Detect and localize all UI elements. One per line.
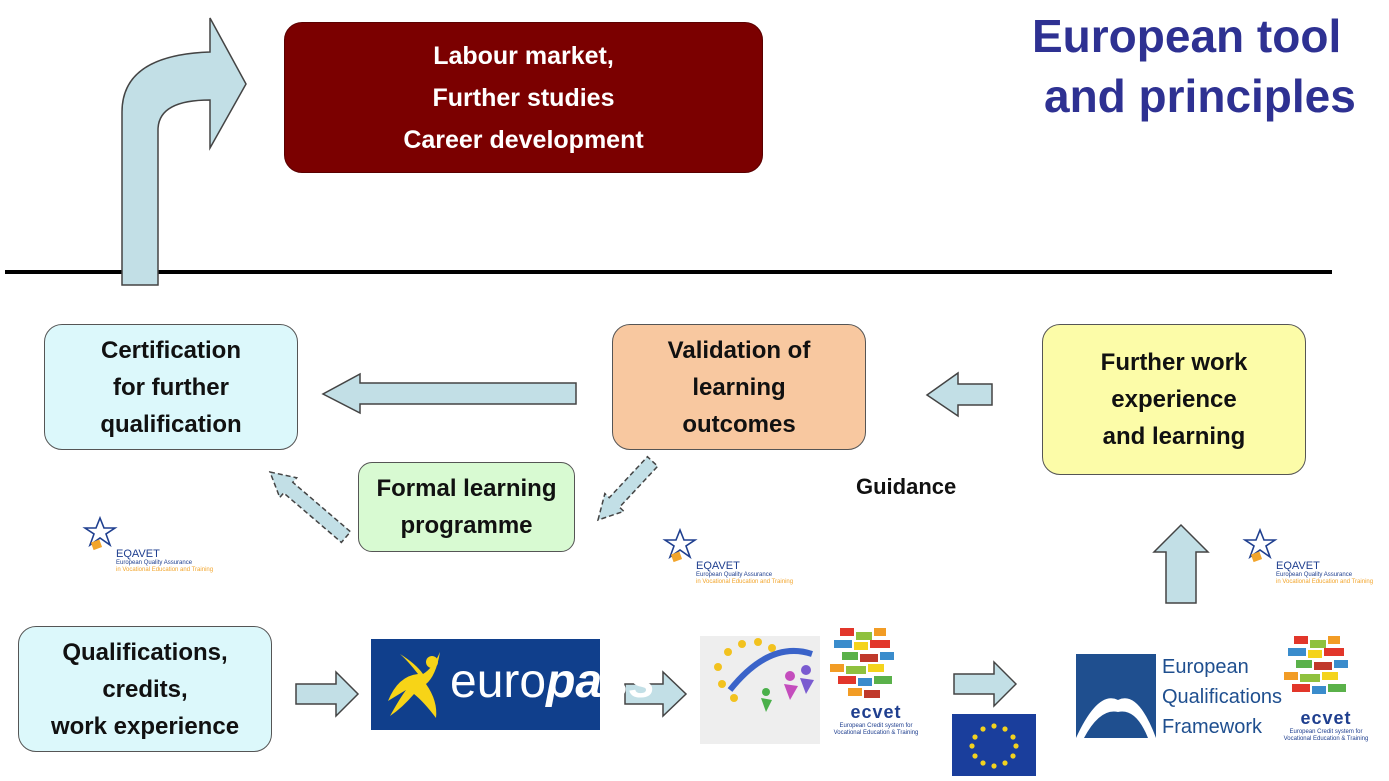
eqavet-sub-2: in Vocational Education and Training — [116, 567, 214, 573]
bent-arrow-up-right-icon — [121, 17, 247, 286]
certification-line-1: Certification — [100, 336, 241, 364]
eqavet-sub-1: European Quality Assurance — [696, 572, 773, 578]
dashed-arrow-up-left-icon — [268, 470, 352, 544]
arrow-left-icon — [321, 372, 577, 415]
ecvet-logo-2: ecvet European Credit system for Vocatio… — [1276, 708, 1376, 743]
eqf-line-2: Qualifications — [1162, 686, 1283, 708]
eqavet-sub-1: European Quality Assurance — [1276, 572, 1353, 578]
formal-learning-box: Formal learning programme — [358, 462, 575, 552]
labour-line-3: Career development — [403, 125, 644, 154]
ecvet-sub-2: Vocational Education & Training — [833, 730, 919, 736]
ecvet-mosaic-icon-2 — [1284, 636, 1348, 694]
arrow-right-2-icon — [624, 670, 688, 718]
eqavet-star-icon-3 — [1242, 527, 1278, 563]
certification-box: Certification for further qualification — [44, 324, 298, 450]
validation-line-1: Validation of — [667, 336, 811, 364]
further-work-box: Further work experience and learning — [1042, 324, 1306, 475]
further-work-line-2: experience — [1111, 386, 1237, 413]
eqavet-sub-2: in Vocational Education and Training — [696, 579, 794, 585]
labour-line-2: Further studies — [432, 83, 615, 112]
eqavet-logo-2: EQAVET European Quality Assurance in Voc… — [696, 560, 793, 586]
certification-line-3: qualification — [100, 410, 242, 438]
title-line-2: and principles — [1044, 70, 1356, 122]
labour-market-box: Labour market, Further studies Career de… — [284, 22, 763, 173]
ecvet-name: ecvet — [1300, 708, 1352, 728]
eqf-line-3: Framework — [1162, 716, 1263, 738]
europass-prefix: euro — [450, 655, 547, 708]
eqf-logo-text: European Qualifications Framework — [1162, 652, 1282, 742]
ecvet-mosaic-icon-1 — [830, 628, 894, 698]
lifelong-stars-icon — [714, 638, 814, 712]
eqavet-star-icon-1 — [82, 515, 118, 551]
validation-box: Validation of learning outcomes — [612, 324, 866, 450]
ecvet-sub-1: European Credit system for — [839, 723, 913, 729]
eqavet-star-icon-2 — [662, 527, 698, 563]
arrow-right-3-icon — [953, 660, 1018, 708]
validation-line-2: learning — [692, 373, 786, 401]
europass-suffix: pass — [546, 655, 656, 708]
ecvet-sub-2: Vocational Education & Training — [1283, 736, 1369, 742]
eqavet-sub-1: European Quality Assurance — [116, 560, 193, 566]
formal-line-2: programme — [400, 512, 533, 539]
certification-line-2: for further — [113, 373, 229, 401]
eqavet-name: EQAVET — [1276, 560, 1320, 572]
dashed-arrow-down-left-icon — [596, 455, 659, 522]
eu-flag-stars-icon — [969, 723, 1019, 769]
ecvet-name: ecvet — [850, 702, 902, 722]
labour-line-1: Labour market, — [433, 41, 614, 70]
formal-line-1: Formal learning — [376, 475, 557, 502]
arrow-left-small-icon — [925, 371, 993, 418]
validation-line-3: outcomes — [682, 410, 796, 438]
europass-figure-icon — [388, 652, 440, 718]
further-work-line-3: and learning — [1102, 423, 1246, 450]
guidance-label: Guidance — [856, 474, 957, 499]
qualifications-line-3: work experience — [50, 712, 240, 740]
europass-logo: europass — [450, 654, 655, 710]
eqavet-sub-2: in Vocational Education and Training — [1276, 579, 1374, 585]
further-work-line-1: Further work — [1100, 349, 1248, 376]
qualifications-box: Qualifications, credits, work experience — [18, 626, 272, 752]
eqavet-name: EQAVET — [116, 548, 160, 560]
arrow-up-icon — [1152, 523, 1210, 604]
qualifications-line-2: credits, — [102, 675, 188, 703]
qualifications-line-1: Qualifications, — [62, 638, 228, 666]
eqavet-logo-1: EQAVET European Quality Assurance in Voc… — [116, 548, 213, 574]
ecvet-logo-1: ecvet European Credit system for Vocatio… — [826, 702, 926, 737]
title-line-1: European tool — [1032, 10, 1342, 62]
arrow-right-1-icon — [295, 670, 360, 718]
eqavet-logo-3: EQAVET European Quality Assurance in Voc… — [1276, 560, 1373, 586]
eqf-line-1: European — [1162, 656, 1249, 678]
ecvet-sub-1: European Credit system for — [1289, 729, 1363, 735]
page-title: European tool and principles — [1032, 6, 1356, 126]
eqf-bridge-icon — [1076, 698, 1156, 738]
eqavet-name: EQAVET — [696, 560, 740, 572]
